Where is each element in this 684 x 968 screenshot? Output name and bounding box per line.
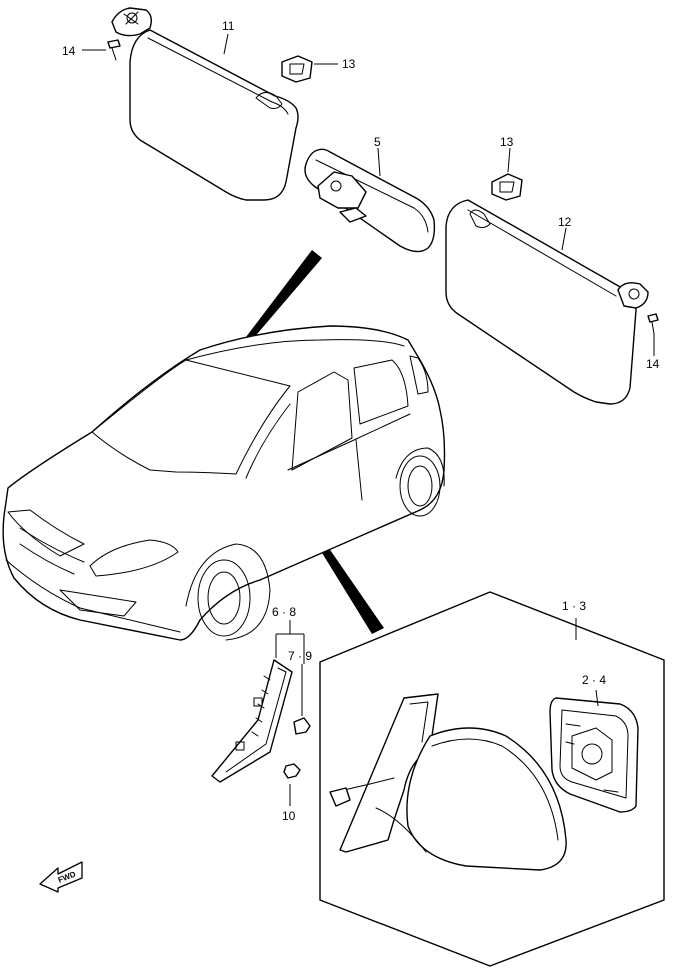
callout-11: 11 xyxy=(222,19,235,33)
callout-13-upper: 13 xyxy=(342,57,356,71)
leader-lines xyxy=(82,33,655,806)
callout-5: 5 xyxy=(374,135,381,149)
sun-visor-left[interactable] xyxy=(111,7,299,201)
screw-right[interactable] xyxy=(647,313,659,335)
visor-clip-upper[interactable] xyxy=(281,55,313,83)
callout-14-left: 14 xyxy=(62,44,76,58)
sun-visor-right[interactable] xyxy=(445,199,649,405)
door-mirror-frame xyxy=(319,591,665,967)
fwd-arrow-icon: FWD xyxy=(39,861,83,893)
pillar-garnish[interactable] xyxy=(211,659,293,783)
visor-clip-right[interactable] xyxy=(491,173,523,201)
rear-view-mirror[interactable] xyxy=(304,148,436,253)
callout-1-3: 1 · 3 xyxy=(562,599,586,613)
callout-7-9: 7 · 9 xyxy=(288,649,312,663)
callout-6-8: 6 · 8 xyxy=(272,605,296,619)
garnish-clip[interactable] xyxy=(293,717,311,735)
garnish-nut[interactable] xyxy=(283,763,301,779)
callout-2-4: 2 · 4 xyxy=(582,673,606,687)
callout-12: 12 xyxy=(558,215,572,229)
vehicle-outline xyxy=(2,325,446,641)
door-mirror-assembly[interactable] xyxy=(329,693,567,871)
callout-14-right: 14 xyxy=(646,357,660,371)
screw-left[interactable] xyxy=(107,39,121,61)
callout-13-right: 13 xyxy=(500,135,514,149)
callout-10: 10 xyxy=(282,809,296,823)
mirror-glass[interactable] xyxy=(549,697,639,813)
